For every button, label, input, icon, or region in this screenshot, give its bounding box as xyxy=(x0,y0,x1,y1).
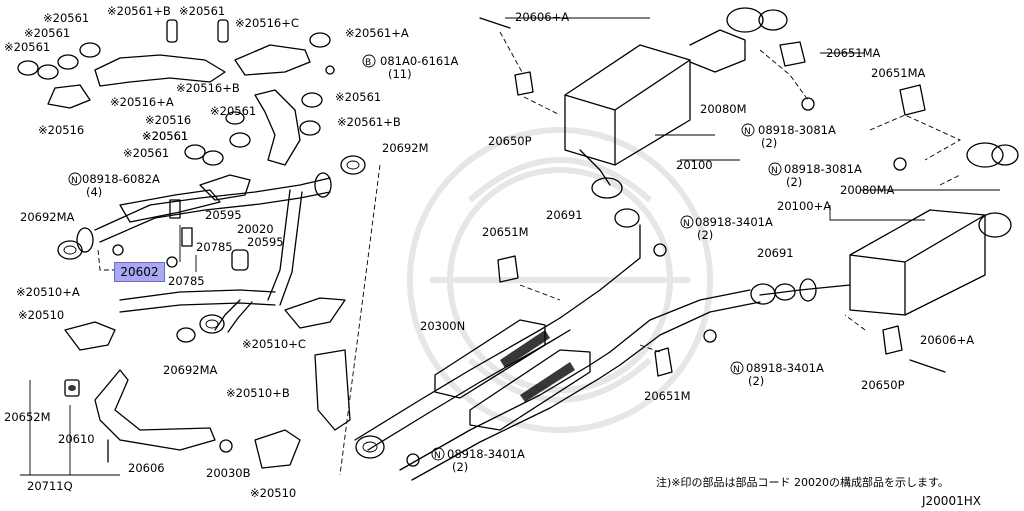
label-20561-b: ※20561+B xyxy=(107,4,171,18)
label-20561-9: ※20561 xyxy=(142,129,188,143)
label-20516-2: ※20516 xyxy=(145,113,191,127)
label-20561-3: ※20561 xyxy=(24,26,70,40)
label-20510-b: ※20510+B xyxy=(226,386,290,400)
exhaust-manifolds xyxy=(119,89,301,223)
label-08918-3081a-1-qty: (2) xyxy=(761,136,777,150)
label-20561-a: ※20561+A xyxy=(345,26,409,40)
label-20561-b2: ※20561+B xyxy=(337,115,401,129)
mounting-bracket xyxy=(64,369,233,463)
guide-lines xyxy=(97,31,961,476)
catalyst-resonators xyxy=(434,319,591,431)
label-20691-2: 20691 xyxy=(757,246,794,260)
label-08918-6082a-qty: (4) xyxy=(86,185,102,199)
label-20652m: 20652M xyxy=(4,410,51,424)
label-20100-a: 20100+A xyxy=(777,199,831,213)
watermark-crest xyxy=(407,127,713,433)
muffler-upper xyxy=(564,7,788,186)
svg-text:N: N xyxy=(434,451,441,461)
label-20100: 20100 xyxy=(676,158,713,172)
svg-text:N: N xyxy=(771,166,778,176)
label-20516-1: ※20516 xyxy=(38,123,84,137)
label-20030b: 20030B xyxy=(206,466,251,480)
label-20510-c: ※20510+C xyxy=(242,337,306,351)
label-08918-3401a-3: 08918-3401A xyxy=(447,447,525,461)
gaskets-left xyxy=(57,155,366,343)
label-20651m-1: 20651M xyxy=(482,225,529,239)
label-20651ma-2: 20651MA xyxy=(871,66,926,80)
label-20561-1: ※20561 xyxy=(179,4,225,18)
label-20516-b: ※20516+B xyxy=(176,81,240,95)
label-20561-8: ※20561 xyxy=(123,146,169,160)
label-20606: 20606 xyxy=(128,461,165,475)
heat-insulators xyxy=(47,44,311,109)
muffler-lower xyxy=(849,142,1019,316)
svg-text:N: N xyxy=(683,219,690,229)
label-08918-3401a-3-qty: (2) xyxy=(452,460,468,474)
label-20561-2: ※20561 xyxy=(43,11,89,25)
label-20516-a: ※20516+A xyxy=(110,95,174,109)
label-20606-a-1: 20606+A xyxy=(515,10,569,24)
heat-shields-lower xyxy=(64,297,351,469)
svg-text:N: N xyxy=(733,365,740,375)
clamps xyxy=(17,19,331,166)
drawing-code: J20001HX xyxy=(922,494,981,508)
label-08918-3081a-2: 08918-3081A xyxy=(784,162,862,176)
leader-lines xyxy=(20,17,1000,476)
label-20692ma-2: 20692MA xyxy=(163,363,218,377)
label-08918-3401a-2-qty: (2) xyxy=(748,374,764,388)
label-20561-5: ※20561 xyxy=(335,90,381,104)
label-20510-2: ※20510 xyxy=(250,486,296,500)
label-20691-1: 20691 xyxy=(546,208,583,222)
label-20650p-2: 20650P xyxy=(861,378,905,392)
label-20651ma-1: 20651MA xyxy=(826,46,881,60)
label-20516-c: ※20516+C xyxy=(235,16,299,30)
label-20610: 20610 xyxy=(58,432,95,446)
label-20651m-2: 20651M xyxy=(644,389,691,403)
label-20595-2: 20595 xyxy=(247,235,284,249)
flanges-right xyxy=(355,177,817,459)
label-20561-4: ※20561 xyxy=(4,40,50,54)
label-08918-3081a-2-qty: (2) xyxy=(786,175,802,189)
label-20510-1: ※20510 xyxy=(18,308,64,322)
svg-text:N: N xyxy=(71,176,78,186)
label-08918-3401a-1-qty: (2) xyxy=(697,228,713,242)
label-20561-6: ※20561 xyxy=(210,104,256,118)
label-20606-a-2: 20606+A xyxy=(920,333,974,347)
label-20785-1: 20785 xyxy=(196,240,233,254)
label-20595-1: 20595 xyxy=(205,208,242,222)
label-20300n: 20300N xyxy=(420,319,465,333)
label-08918-3081a-1: 08918-3081A xyxy=(758,123,836,137)
label-081a0-6161a: 081A0-6161A xyxy=(380,54,459,68)
front-tube-assembly xyxy=(76,172,332,333)
highlighted-part-number[interactable]: 20602 xyxy=(120,265,159,279)
label-081a0-qty: (11) xyxy=(388,67,412,81)
callout-labels: ※20561+B ※20561 ※20561 ※20561 ※20561 ※20… xyxy=(4,4,974,500)
footnote: 注)※印の部品は部品コード 20020の構成部品を示します。 xyxy=(656,476,949,489)
label-20080ma: 20080MA xyxy=(840,183,895,197)
svg-text:B: B xyxy=(365,58,371,68)
label-20510-a: ※20510+A xyxy=(16,285,80,299)
small-hardware xyxy=(112,65,335,271)
label-20785-2: 20785 xyxy=(168,274,205,288)
label-20080m: 20080M xyxy=(700,102,747,116)
label-20692ma-1: 20692MA xyxy=(20,210,75,224)
rubber-mounts xyxy=(406,17,946,467)
label-20020: 20020 xyxy=(237,222,274,236)
label-20692m: 20692M xyxy=(382,141,429,155)
label-08918-3401a-2: 08918-3401A xyxy=(746,361,824,375)
circled-markers: N B N N N N N xyxy=(68,54,782,461)
svg-text:N: N xyxy=(744,127,751,137)
label-20711q: 20711Q xyxy=(27,479,73,493)
highlighted-part-box[interactable] xyxy=(114,262,165,282)
label-20561-7: ※20561 xyxy=(142,129,188,143)
label-08918-6082a: 08918-6082A xyxy=(82,172,160,186)
label-20650p-1: 20650P xyxy=(488,134,532,148)
label-08918-3401a-1: 08918-3401A xyxy=(695,215,773,229)
center-pipe xyxy=(354,224,851,481)
